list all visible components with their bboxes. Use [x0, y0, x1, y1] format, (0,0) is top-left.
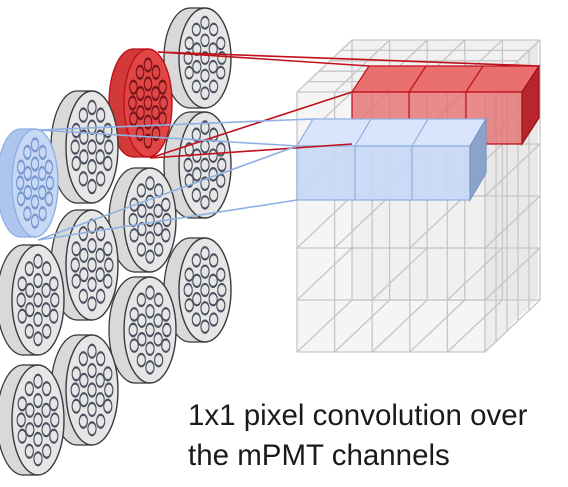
grid-line [296, 195, 353, 249]
grid-line [484, 195, 541, 249]
mpmt-module-icon [0, 365, 64, 475]
caption-line-2: the mPMT channels [188, 439, 450, 472]
grid-line [334, 195, 391, 249]
mpmt-module-icon [0, 245, 64, 355]
grid-line [484, 247, 541, 301]
red-connector-lines [149, 51, 540, 159]
blue-channel-row [295, 116, 488, 203]
mpmt-module-icon [109, 168, 176, 272]
caption-line-1: 1x1 pixel convolution over [188, 399, 528, 432]
mpmt-module-array [0, 8, 231, 475]
mpmt-module-highlight-blue [0, 129, 58, 237]
grid-line [334, 299, 391, 353]
grid-line [484, 143, 541, 197]
diagram-caption: 1x1 pixel convolution over the mPMT chan… [188, 396, 563, 476]
mpmt-module-icon [109, 277, 176, 383]
grid-line [409, 299, 466, 353]
blue-connector-lines [37, 118, 314, 241]
grid-line [296, 299, 353, 353]
mpmt-module-icon [51, 91, 118, 203]
mpmt-module-icon [164, 238, 231, 342]
grid-line [446, 299, 503, 353]
grid-line [484, 299, 541, 353]
grid-line [409, 195, 466, 249]
mpmt-module-icon [164, 112, 231, 218]
mpmt-module-highlight-red [109, 49, 172, 157]
grid-line [371, 299, 428, 353]
grid-line [296, 247, 353, 301]
grid-line [371, 247, 428, 301]
mpmt-module-icon [164, 8, 231, 108]
grid-line [446, 247, 503, 301]
grid-line [296, 39, 353, 93]
